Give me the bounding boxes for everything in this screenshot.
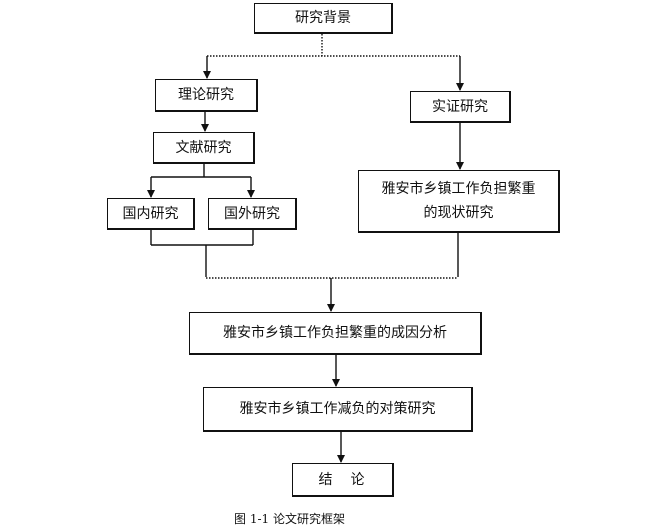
node-theory-research-label: 理论研究: [178, 87, 234, 103]
node-countermeasure-research: 雅安市乡镇工作减负的对策研究: [203, 387, 473, 432]
node-foreign-research-label: 国外研究: [224, 205, 280, 222]
node-cause-analysis-label: 雅安市乡镇工作负担繁重的成因分析: [223, 325, 447, 341]
node-literature-research-label: 文献研究: [175, 139, 232, 156]
figure-caption: 图 1-1 论文研究框架: [234, 512, 345, 526]
node-status-research-line2: 的现状研究: [423, 205, 494, 221]
node-countermeasure-research-label: 雅安市乡镇工作减负的对策研究: [239, 401, 436, 417]
node-domestic-research: 国内研究: [107, 198, 195, 230]
node-foreign-research: 国外研究: [208, 198, 297, 230]
node-status-research: 雅安市乡镇工作负担繁重 的现状研究: [358, 170, 560, 233]
node-theory-research: 理论研究: [155, 79, 258, 112]
node-conclusion: 结 论: [292, 463, 394, 497]
node-conclusion-label: 结 论: [318, 471, 367, 488]
node-empirical-research-label: 实证研究: [432, 98, 488, 115]
node-research-background-label: 研究背景: [295, 10, 351, 26]
node-cause-analysis: 雅安市乡镇工作负担繁重的成因分析: [189, 312, 482, 355]
node-literature-research: 文献研究: [153, 132, 255, 164]
node-research-background: 研究背景: [254, 3, 393, 34]
node-domestic-research-label: 国内研究: [122, 205, 179, 222]
node-status-research-line1: 雅安市乡镇工作负担繁重: [381, 181, 536, 197]
node-empirical-research: 实证研究: [410, 91, 511, 123]
